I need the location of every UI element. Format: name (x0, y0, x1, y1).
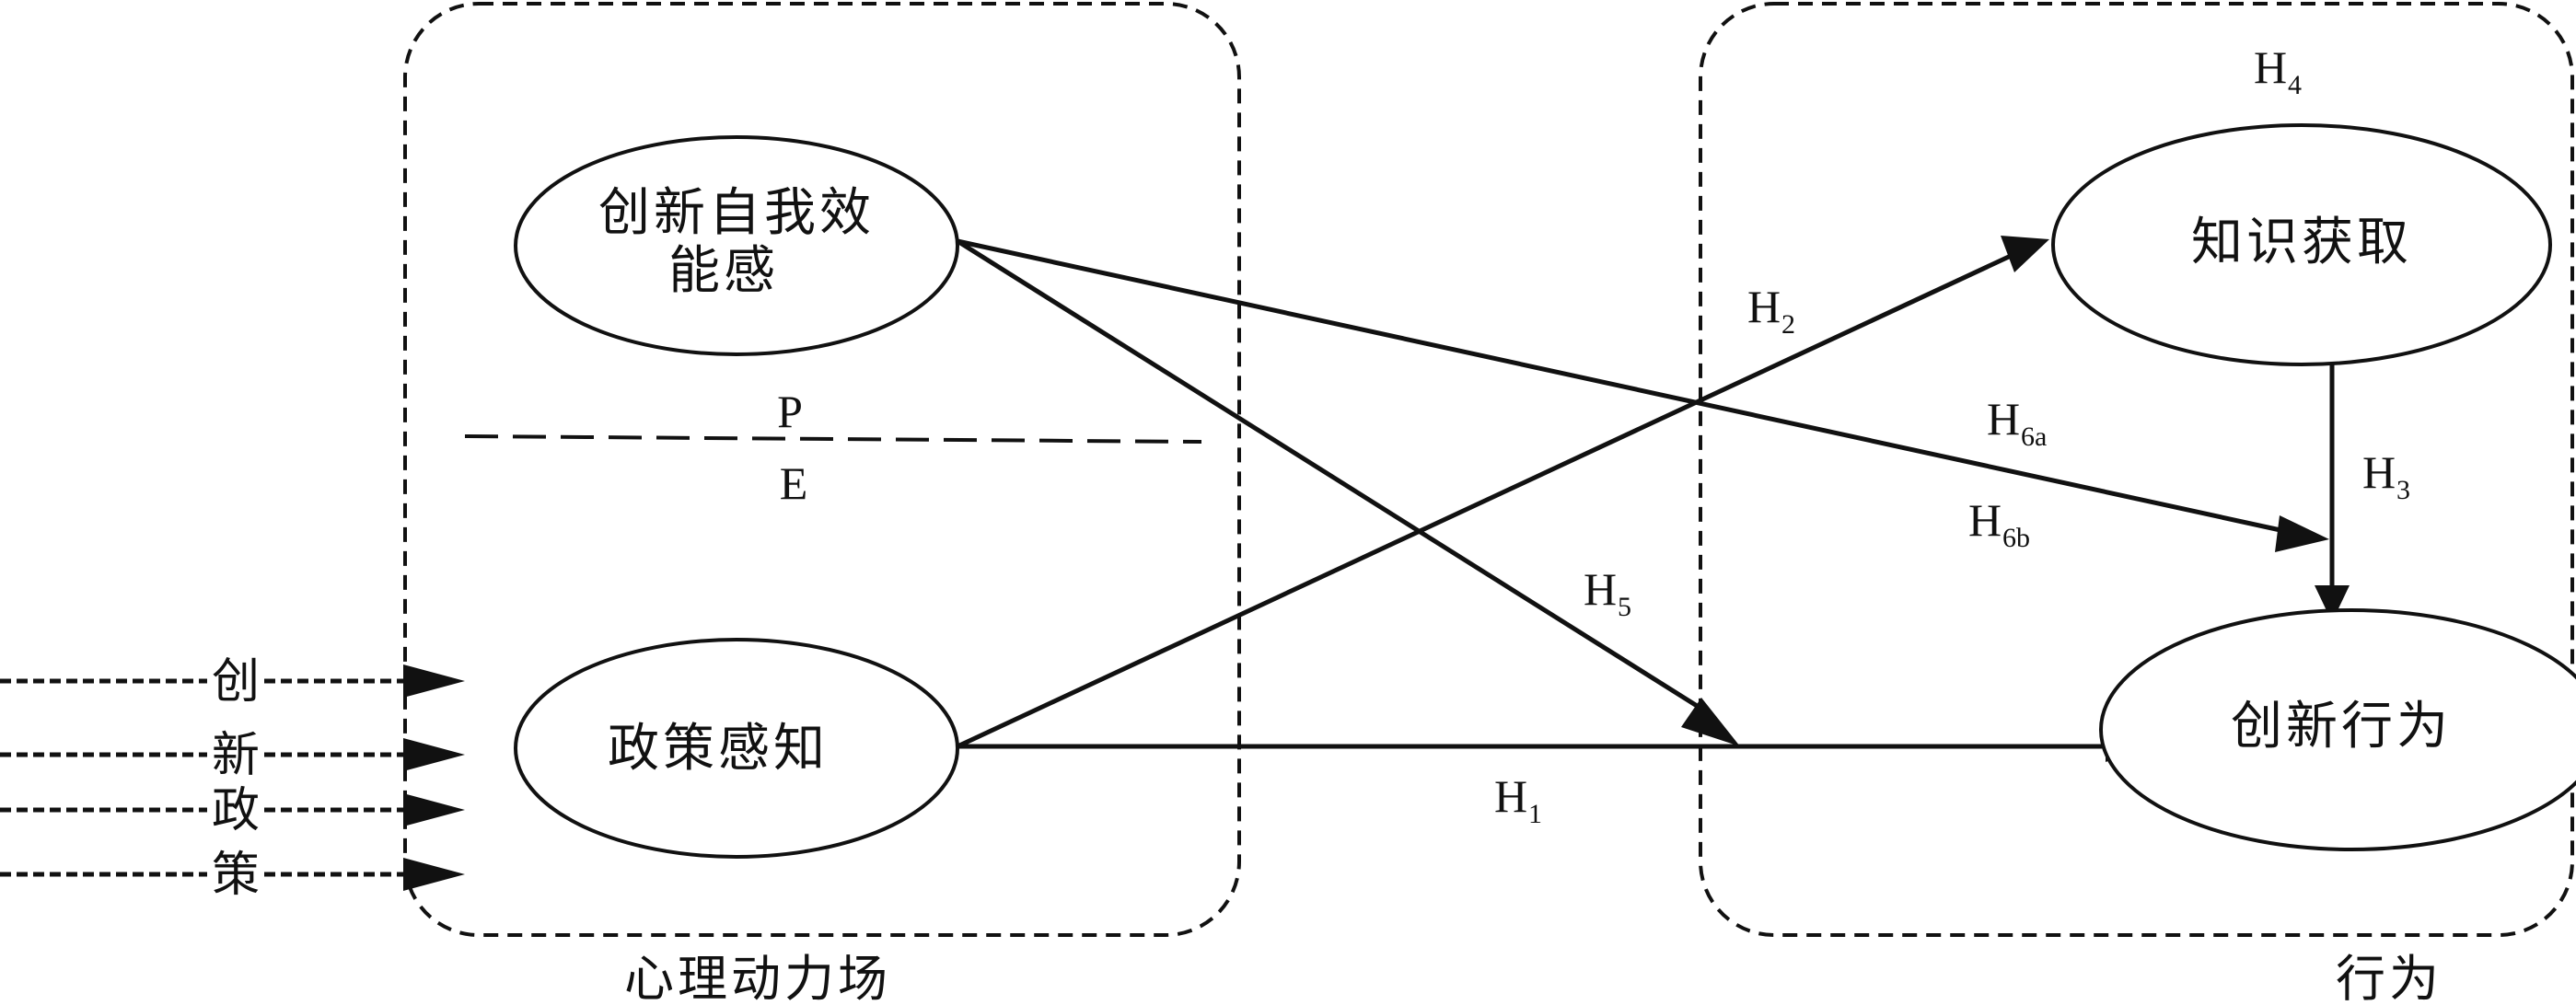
hypothesis-h6a-main: H (1987, 393, 2020, 445)
divider-label-p: P (777, 386, 803, 437)
input-arrowhead (403, 793, 465, 826)
arrowhead-h3 (2315, 585, 2350, 622)
hypothesis-h6b-sub: 6b (2002, 523, 2030, 553)
hypothesis-label-h3: H 3 (2362, 446, 2410, 505)
input-label-zheng: 政 (212, 783, 260, 838)
hypothesis-h3-sub: 3 (2396, 475, 2410, 505)
hypothesis-h5-main: H (1584, 563, 1617, 615)
node-knowledge-acquisition (2051, 123, 2552, 366)
hypothesis-label-h5: H 5 (1584, 563, 1631, 622)
input-arrows (0, 664, 465, 891)
hypothesis-h4-sub: 4 (2288, 70, 2302, 100)
hypothesis-h2-main: H (1747, 281, 1781, 332)
hypothesis-h1-sub: 1 (1528, 799, 1542, 829)
hypothesis-h4-main: H (2254, 41, 2287, 93)
hypothesis-h2-sub: 2 (1781, 309, 1795, 340)
input-arrowhead (403, 664, 465, 698)
node-label-innovation-behavior: 创新行为 (2231, 697, 2452, 757)
node-policy-perception (514, 638, 959, 859)
arrowhead-h5 (1681, 698, 1740, 746)
input-arrowhead (403, 858, 465, 891)
hypothesis-h1-main: H (1494, 770, 1527, 822)
arrow-h5-efficacy-to-h1-path (956, 238, 1703, 711)
node-label-self-efficacy-line1: 创新自我效 (598, 183, 875, 243)
hypothesis-label-h6a: H 6a (1987, 393, 2047, 452)
region-label-psychological-field: 心理动力场 (624, 950, 891, 1005)
input-label-chuang: 创 (212, 654, 260, 710)
hypothesis-label-h4: H 4 (2254, 41, 2302, 100)
hypothesis-h5-sub: 5 (1618, 592, 1631, 622)
node-innovation-behavior (2099, 608, 2576, 851)
psychological-field-region (403, 2, 1241, 937)
node-label-self-efficacy-line2: 能感 (668, 241, 779, 301)
region-label-behavior: 行为 (2336, 950, 2443, 1005)
arrowhead-h2 (2001, 236, 2049, 272)
node-label-policy-perception: 政策感知 (608, 719, 829, 779)
input-label-xin: 新 (212, 728, 260, 783)
input-label-ce: 策 (212, 848, 260, 903)
arrow-h2-policy-to-knowledge (956, 253, 2013, 749)
hypothesis-h3-main: H (2362, 446, 2396, 498)
divider-label-e: E (780, 457, 808, 509)
hypothesis-h6a-sub: 6a (2021, 422, 2047, 452)
arrowhead-h6 (2275, 515, 2329, 552)
node-label-knowledge-acquisition: 知识获取 (2191, 213, 2412, 272)
input-arrowhead (403, 738, 465, 771)
arrow-h6-efficacy-to-h3-path (957, 238, 2281, 533)
hypothesis-h6b-main: H (1968, 494, 2002, 546)
hypothesis-label-h2: H 2 (1747, 281, 1795, 340)
node-innovation-self-efficacy (514, 135, 959, 356)
hypothesis-label-h1: H 1 (1494, 770, 1542, 829)
behavior-region (1699, 2, 2574, 937)
hypothesis-label-h6b: H 6b (1968, 494, 2030, 553)
pe-divider-line (464, 434, 1202, 444)
